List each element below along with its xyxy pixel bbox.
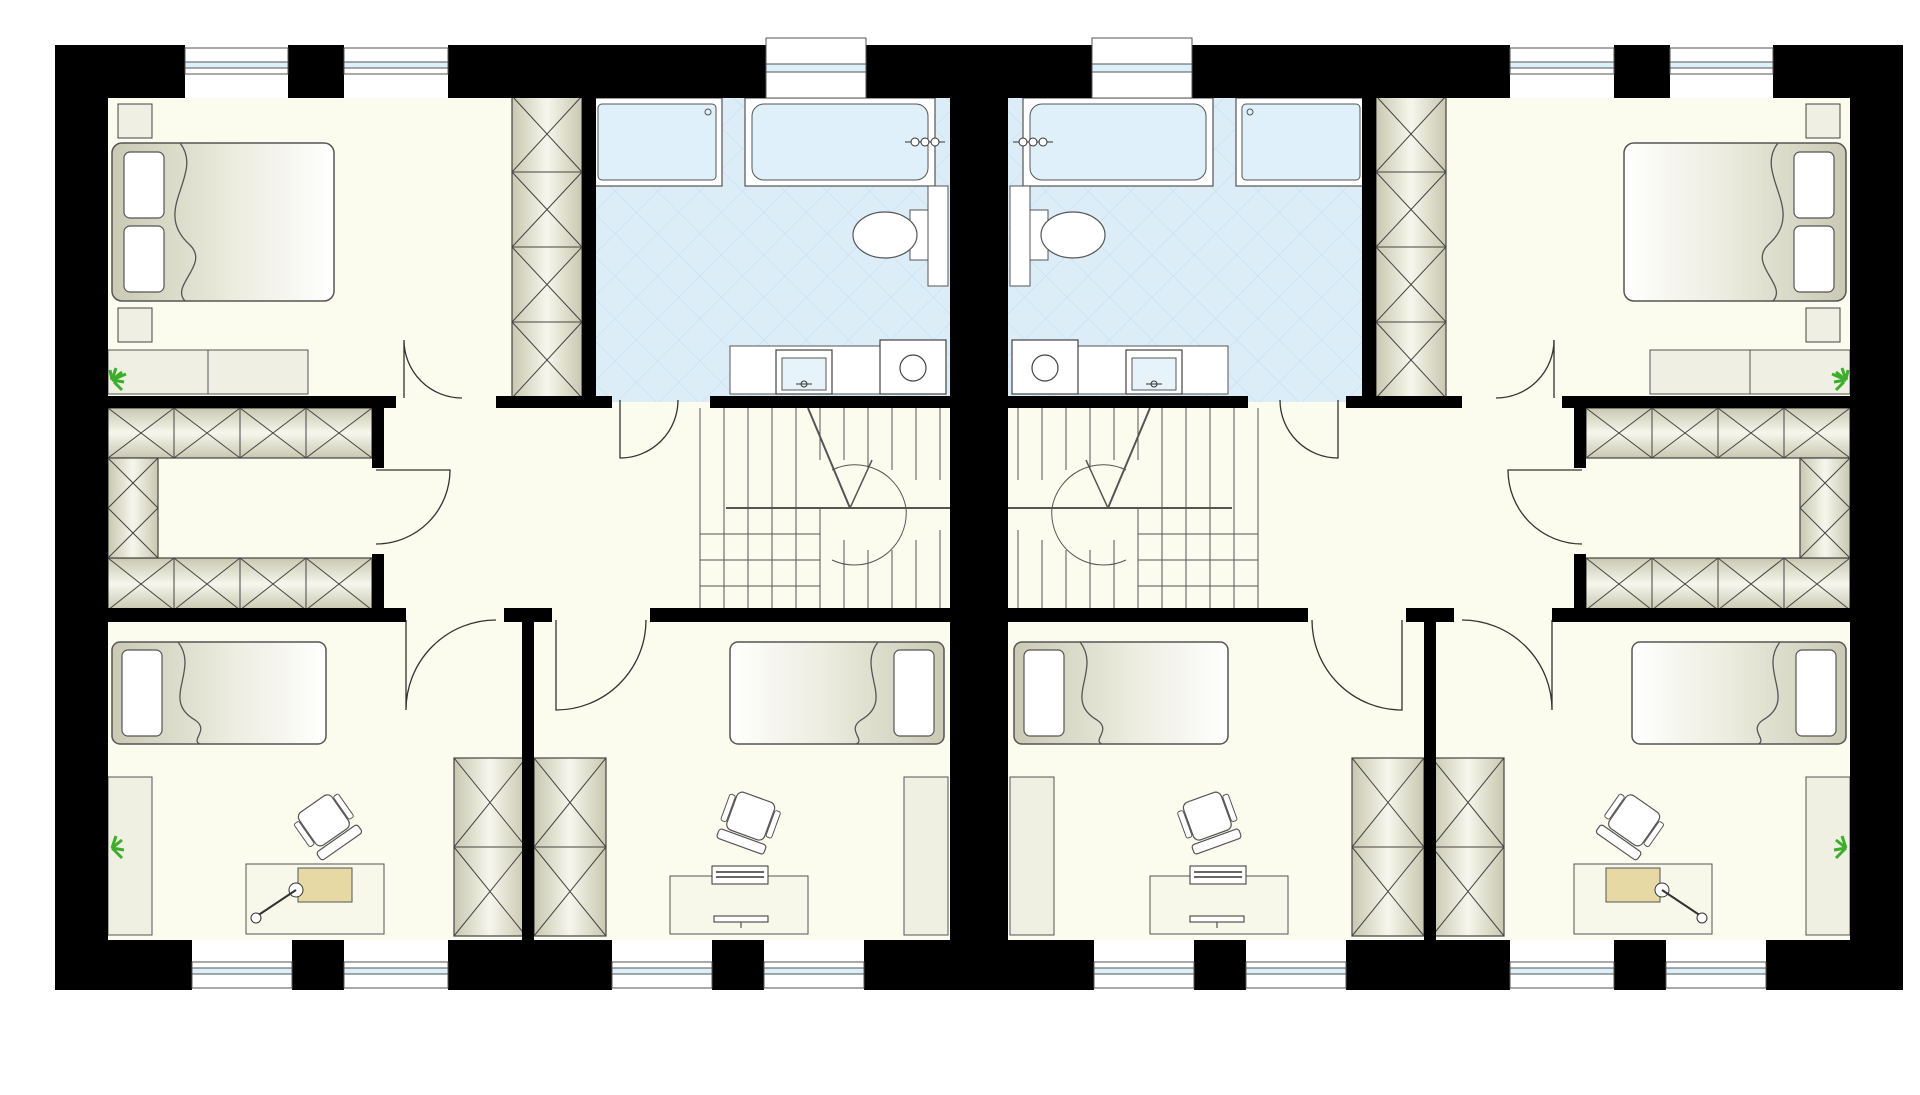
unit-left xyxy=(53,36,1010,992)
unit-right xyxy=(948,36,1905,992)
